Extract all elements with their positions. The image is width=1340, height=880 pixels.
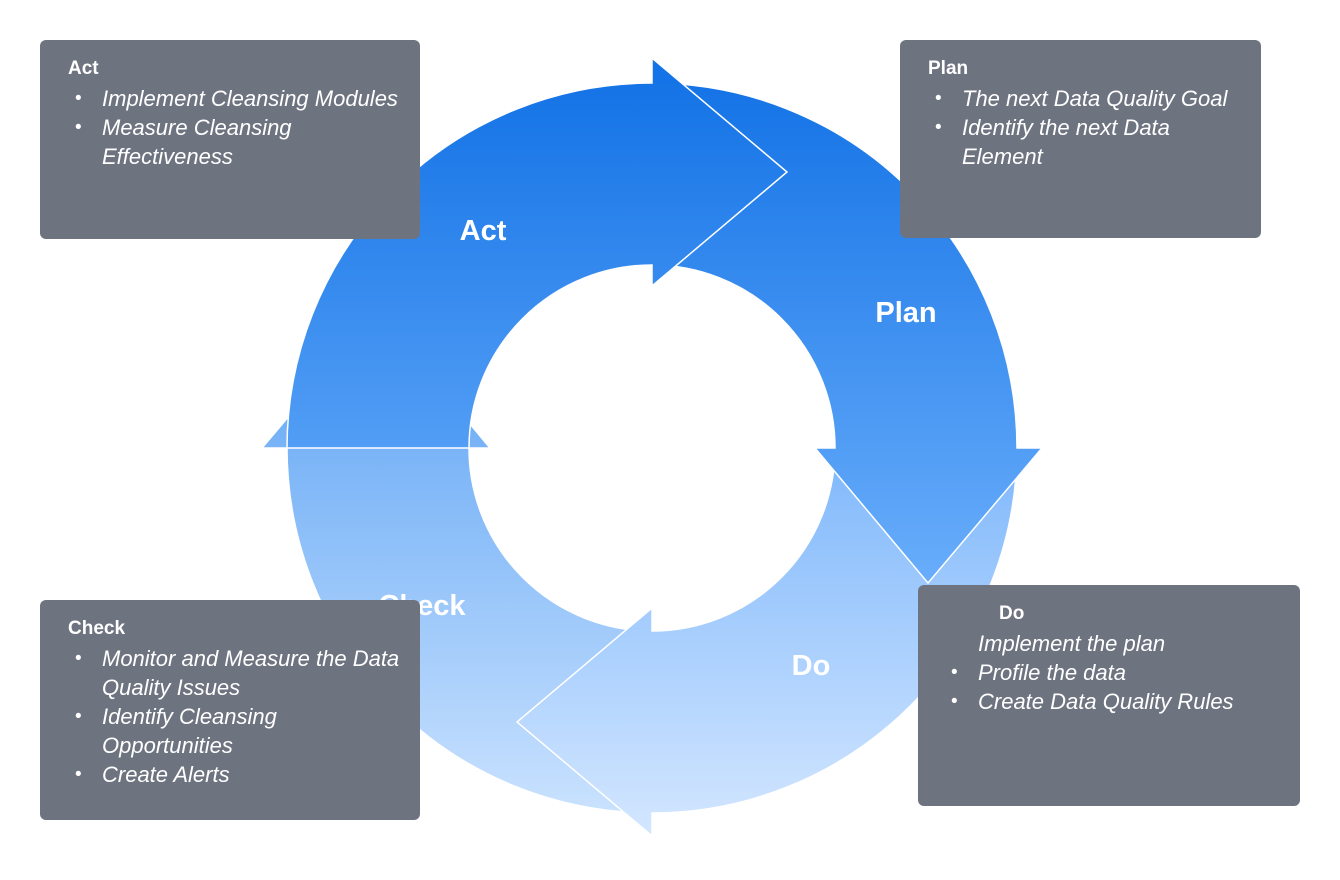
stage-label-do: Do xyxy=(792,650,831,682)
act-box-list: Implement Cleansing Modules Measure Clea… xyxy=(68,84,400,171)
do-box-title: Do xyxy=(999,603,1025,624)
plan-box-list: The next Data Quality Goal Identify the … xyxy=(928,84,1241,171)
plan-item-1: The next Data Quality Goal xyxy=(935,84,1241,113)
do-item-1: Implement the plan xyxy=(978,631,1166,656)
check-box-list: Monitor and Measure the Data Quality Iss… xyxy=(68,644,400,789)
check-item-2: Identify Cleansing Opportunities xyxy=(75,702,400,760)
do-box-list: Implement the plan Profile the data Crea… xyxy=(951,629,1280,716)
stage-label-act: Act xyxy=(460,215,507,247)
do-box: Do Implement the plan Profile the data C… xyxy=(918,585,1300,806)
act-item-2: Measure Cleansing Effectiveness xyxy=(75,113,400,171)
check-box-title: Check xyxy=(68,618,126,639)
plan-segment xyxy=(651,82,1044,585)
plan-item-2: Identify the next Data Element xyxy=(935,113,1241,171)
plan-box-title: Plan xyxy=(928,58,969,79)
act-segment xyxy=(286,56,789,449)
act-item-1: Implement Cleansing Modules xyxy=(75,84,400,113)
check-item-1: Monitor and Measure the Data Quality Iss… xyxy=(75,644,400,702)
act-box-title: Act xyxy=(68,58,99,79)
do-item-3: Create Data Quality Rules xyxy=(951,687,1280,716)
stage-label-plan: Plan xyxy=(875,297,936,329)
plan-box: Plan The next Data Quality Goal Identify… xyxy=(900,40,1261,238)
check-item-3: Create Alerts xyxy=(75,760,400,789)
check-box: Check Monitor and Measure the Data Quali… xyxy=(40,600,420,820)
act-box: Act Implement Cleansing Modules Measure … xyxy=(40,40,420,239)
do-item-2: Profile the data xyxy=(951,658,1280,687)
